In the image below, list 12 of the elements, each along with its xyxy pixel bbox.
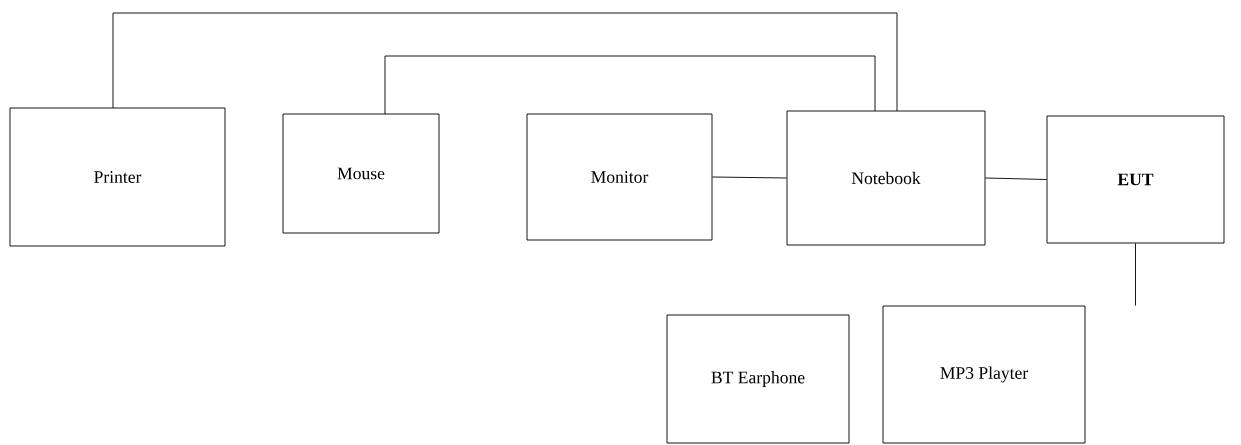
- connection-line: [112, 12, 898, 112]
- device-box: Mouse: [282, 113, 440, 234]
- device-box: Monitor: [526, 113, 713, 241]
- device-box: Notebook: [786, 110, 986, 246]
- connection-line: [384, 55, 876, 115]
- connection-line: [1135, 243, 1136, 306]
- device-box: Printer: [9, 107, 226, 247]
- device-box: BT Earphone: [666, 314, 850, 444]
- connection-line: [985, 177, 1047, 180]
- device-box: EUT: [1046, 115, 1225, 244]
- connection-line: [712, 176, 787, 179]
- device-box: MP3 Playter: [882, 305, 1086, 444]
